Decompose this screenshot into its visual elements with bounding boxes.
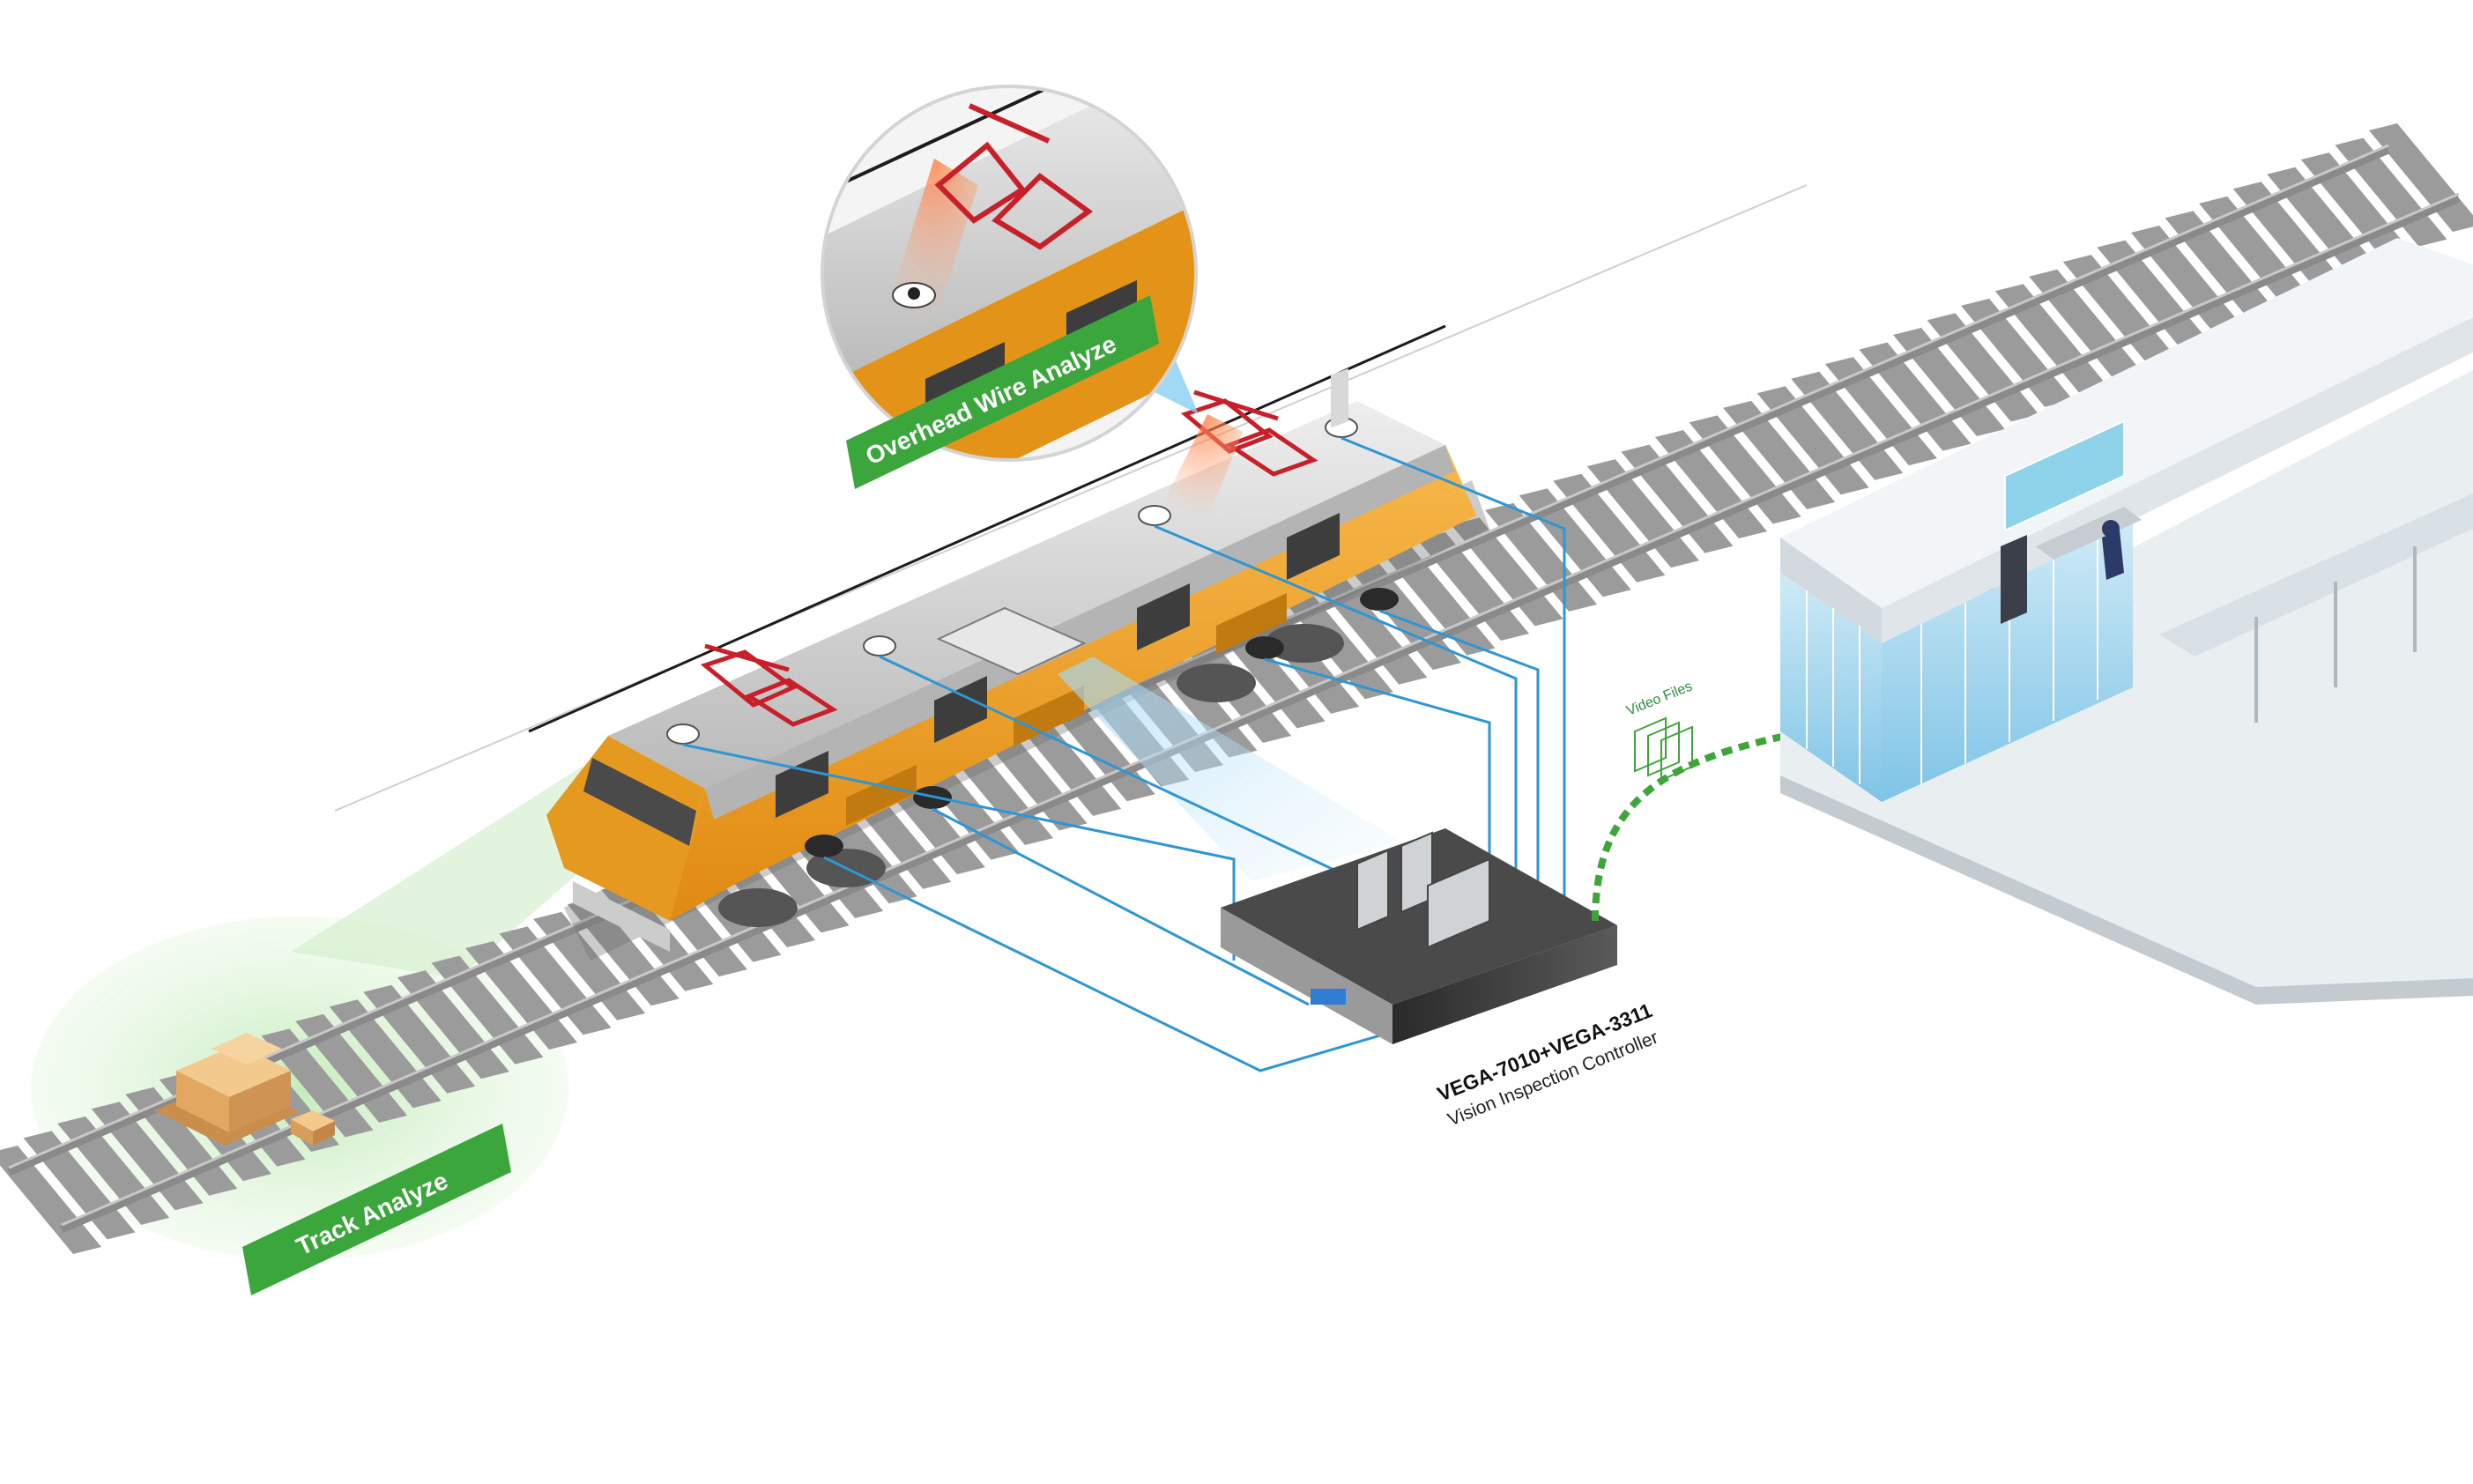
operator-desk: [2036, 507, 2142, 580]
video-files-icon: [1634, 716, 1693, 782]
vega-controller: [1221, 368, 1617, 1044]
overhead-wire-dark: [528, 324, 1446, 733]
pantograph-front: [700, 643, 838, 727]
video-wall: [2004, 419, 2125, 532]
roof-controller-unit: [936, 606, 1087, 676]
cargo-pallet: [154, 1033, 335, 1146]
glass-facade: [1780, 573, 1882, 802]
server-rack: [2001, 535, 2027, 624]
vent-grilles: [846, 593, 1287, 826]
canopy-pillars: [2254, 546, 2417, 723]
side-windows: [776, 513, 1340, 818]
camera-icon: [666, 723, 700, 745]
camera-icon: [1138, 505, 1171, 526]
underframe-cameras: [805, 588, 1399, 857]
station-building: [1780, 238, 2473, 1005]
camera-icon: [805, 835, 843, 857]
rail-left: [7, 145, 2390, 1176]
camera-icon: [863, 635, 896, 657]
pcie-cards: [1356, 831, 1490, 949]
overhead-wire: [334, 184, 1808, 812]
zoom-pointer: [1128, 352, 1199, 414]
locomotive-roof: [608, 401, 1445, 789]
camera-icon: [1245, 636, 1284, 659]
windshield: [583, 758, 696, 846]
camera-icon: [1360, 588, 1399, 611]
station-roof: [1780, 238, 2473, 608]
video-data-link: [1592, 575, 2004, 922]
data-beam: [1058, 657, 1401, 881]
platform-canopy: [2159, 493, 2473, 657]
video-files-label: Video Files: [1624, 679, 1694, 718]
rail-right: [60, 194, 2461, 1234]
